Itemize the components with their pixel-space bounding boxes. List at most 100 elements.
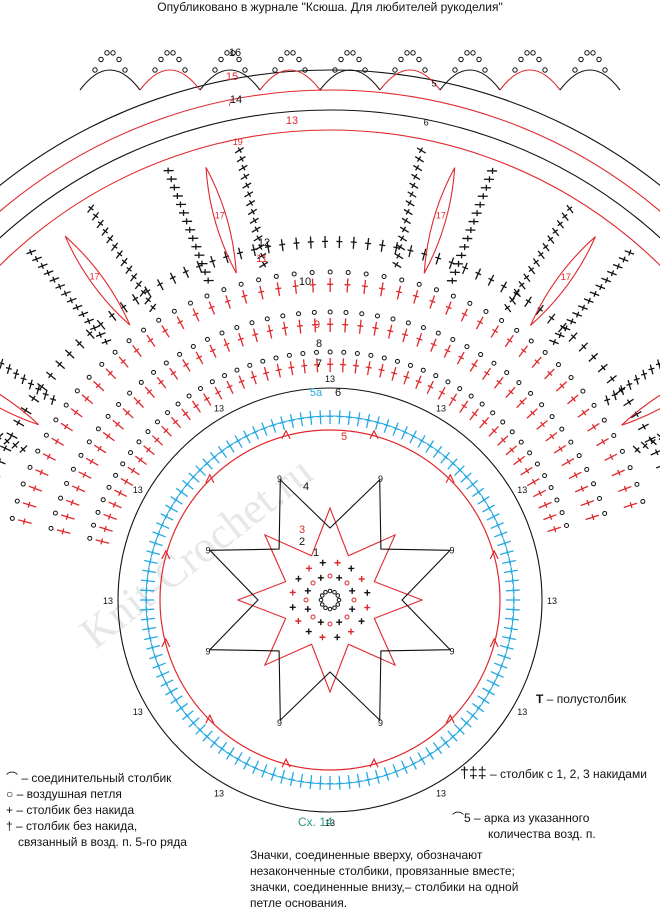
arc-count-label: 13	[517, 485, 527, 495]
treble-stitch	[549, 339, 559, 346]
treble-stitch	[225, 747, 235, 760]
round-number-label: 15	[226, 71, 238, 83]
chain-stitch	[392, 67, 398, 73]
treble-stitch	[486, 679, 500, 687]
treble-stitch	[149, 540, 163, 547]
treble-stitch	[545, 432, 558, 442]
treble-stitch	[181, 479, 194, 490]
treble-stitch	[632, 445, 641, 454]
single-crochet	[304, 587, 311, 594]
treble-stitch	[55, 283, 66, 290]
chain-stitch	[323, 589, 328, 595]
legend-sc-row5: † – столбик без накида,	[6, 819, 137, 834]
treble-stitch	[160, 679, 174, 687]
chain-stitch	[458, 56, 464, 63]
petal-outline	[64, 235, 131, 326]
treble-stitch	[443, 344, 451, 358]
treble-stitch	[78, 311, 89, 318]
chain-stitch	[433, 373, 439, 379]
treble-stitch	[217, 445, 228, 458]
treble-stitch	[429, 295, 436, 309]
chain-stitch	[154, 419, 160, 425]
arc-count-label: 9	[206, 647, 211, 657]
treble-stitch	[182, 218, 193, 225]
treble-stitch	[531, 356, 542, 368]
chain-stitch	[336, 597, 342, 603]
treble-stitch	[166, 176, 177, 183]
treble-stitch	[361, 279, 368, 294]
chain-stitch	[464, 344, 470, 350]
treble-stitch	[143, 445, 155, 456]
legend-half-dc: T – полустолбик	[536, 692, 626, 707]
treble-stitch	[252, 426, 260, 440]
treble-stitch	[618, 385, 626, 396]
treble-stitch	[513, 455, 526, 466]
chain-stitch	[341, 349, 347, 355]
chain-stitch	[95, 509, 101, 515]
treble-stitch	[238, 375, 246, 389]
treble-stitch	[453, 260, 464, 267]
chain-stitch	[344, 50, 350, 56]
treble-stitch	[401, 328, 409, 343]
treble-stitch	[415, 375, 422, 389]
chain-stitch	[190, 343, 196, 349]
treble-stitch	[409, 430, 417, 444]
treble-stitch	[572, 311, 583, 318]
treble-stitch	[543, 513, 557, 521]
chain-stitch	[98, 56, 104, 63]
treble-stitch	[131, 293, 140, 305]
treble-stitch	[497, 653, 511, 660]
treble-stitch	[225, 440, 235, 453]
crown-arch	[439, 69, 501, 91]
arc-count-label: 13	[133, 707, 143, 717]
treble-stitch	[182, 359, 191, 372]
treble-stitch	[226, 380, 234, 394]
treble-stitch	[95, 538, 110, 545]
treble-stitch	[445, 301, 452, 315]
chain-stitch	[296, 311, 302, 317]
treble-stitch	[217, 742, 228, 755]
treble-stitch	[378, 363, 385, 378]
treble-stitch	[169, 272, 177, 284]
sc-long-icon: †	[6, 819, 13, 833]
single-crochet	[317, 574, 324, 581]
chain-stitch	[470, 50, 476, 56]
treble-stitch	[607, 270, 617, 277]
treble-stitch	[453, 465, 465, 477]
treble-stitch	[490, 670, 504, 678]
treble-stitch	[263, 366, 270, 381]
treble-stitch	[133, 396, 145, 408]
treble-stitch	[477, 695, 490, 705]
chain-stitch	[539, 402, 545, 408]
treble-stitch	[336, 775, 343, 790]
treble-stitch	[430, 338, 437, 352]
chain-stitch	[175, 401, 181, 407]
chain-stitch	[450, 293, 456, 299]
treble-stitch	[378, 282, 386, 297]
treble-stitch	[175, 487, 188, 498]
single-crochet	[336, 619, 343, 626]
treble-stitch	[152, 662, 166, 669]
treble-stitch	[93, 380, 105, 392]
chain-icon: ○	[6, 787, 14, 801]
treble-stitch	[35, 469, 49, 477]
arc-count-label: 9	[378, 474, 383, 484]
chain-stitch	[126, 338, 132, 344]
round-number-label: 1	[313, 547, 319, 559]
treble-stitch	[578, 304, 588, 311]
treble-stitch	[144, 295, 152, 305]
chain-stitch	[407, 362, 413, 368]
treble-stitch	[425, 747, 435, 760]
chain-stitch	[280, 313, 286, 319]
treble-stitch	[412, 164, 423, 172]
treble-stitch	[163, 167, 174, 174]
chain-stitch	[170, 50, 176, 56]
treble-stitch	[152, 531, 166, 538]
single-crochet	[334, 634, 341, 641]
chain-stitch	[284, 50, 290, 56]
treble-stitch	[60, 422, 73, 432]
treble-stitch	[144, 386, 155, 398]
legend-label: – столбик без накида,	[16, 819, 138, 833]
chart-caption: Сх. 14	[298, 815, 333, 829]
